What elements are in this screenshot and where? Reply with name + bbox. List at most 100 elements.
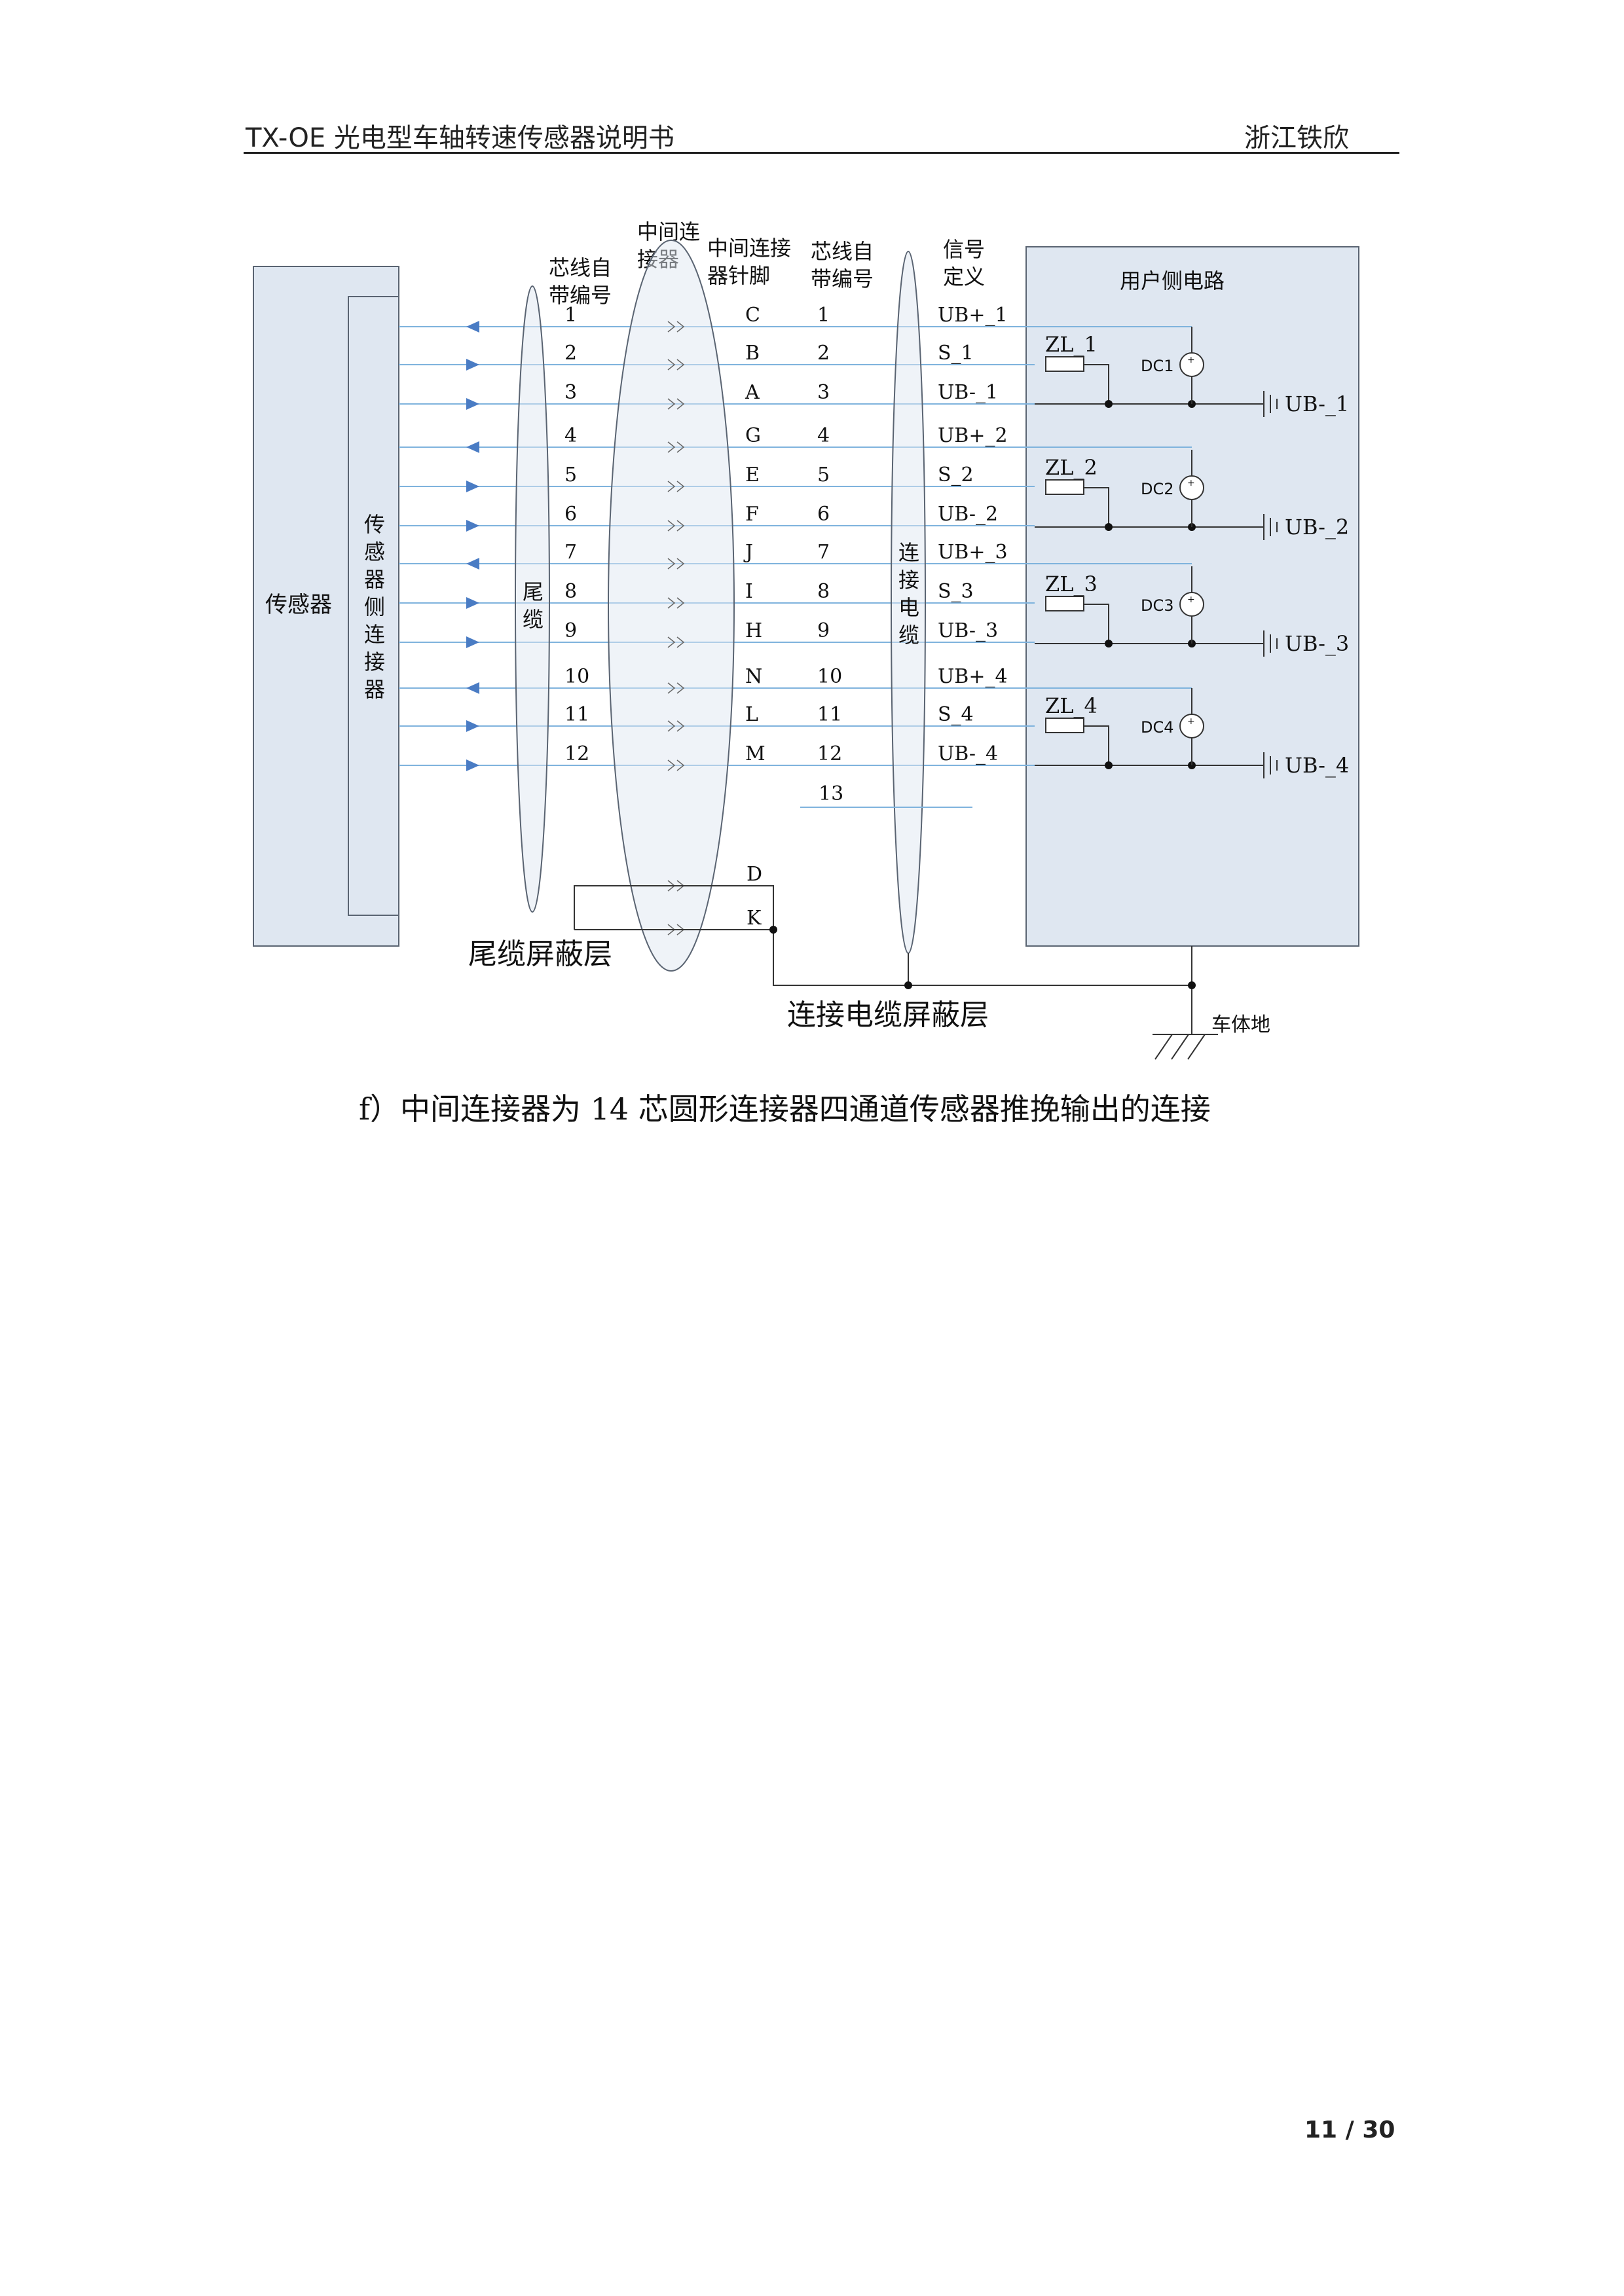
arrow-right xyxy=(466,759,479,771)
chevron xyxy=(667,759,676,771)
dc-source-icon xyxy=(1179,714,1204,738)
ground-ref-label: UB-_1 xyxy=(1285,392,1349,416)
node xyxy=(1105,523,1113,531)
signal-def: S_1 xyxy=(938,342,974,365)
arrow-right xyxy=(466,597,479,609)
sensor-connector-label-char: 器 xyxy=(364,677,385,702)
chevron xyxy=(676,321,685,333)
dc-source-icon xyxy=(1179,592,1204,617)
col-core-no-2-line2: 带编号 xyxy=(811,266,874,291)
dc-plus-sign: + xyxy=(1187,478,1195,488)
dc-source-label: DC1 xyxy=(1141,357,1174,375)
core-no-2: 12 xyxy=(817,742,842,765)
ground-ref-label: UB-_2 xyxy=(1285,515,1349,539)
mid-pin: B xyxy=(745,342,760,365)
chevron xyxy=(667,441,676,453)
load-label: ZL_4 xyxy=(1045,693,1098,718)
chevron xyxy=(667,359,676,371)
col-core-no-2-line1: 芯线自 xyxy=(811,239,874,264)
mid-pin: F xyxy=(745,503,759,526)
chevron xyxy=(667,636,676,648)
shield-node-k xyxy=(769,926,777,934)
tail-cable-label-char: 尾 xyxy=(523,579,544,604)
arrow-left xyxy=(466,441,479,453)
arrow-left xyxy=(466,682,479,694)
col-core-no-1-line2: 带编号 xyxy=(549,283,612,308)
core-no-2: 5 xyxy=(817,464,830,486)
column-headers: 芯线自 带编号 中间连 接器 中间连接 器针脚 芯线自 带编号 信号 定义 xyxy=(549,219,985,308)
core-no-2: 3 xyxy=(817,381,830,404)
chevron xyxy=(676,759,685,771)
signal-def: S_4 xyxy=(938,703,974,726)
sensor-connector-label-char: 连 xyxy=(364,622,385,647)
load-label: ZL_2 xyxy=(1045,455,1098,480)
connecting-cable-label-char: 连 xyxy=(898,540,919,565)
chevron xyxy=(676,558,685,570)
load-resistor xyxy=(1045,479,1084,495)
arrow-left xyxy=(466,321,479,333)
col-signal-line2: 定义 xyxy=(943,264,985,289)
mid-pin: E xyxy=(745,464,760,486)
mid-pin: G xyxy=(745,424,761,447)
shield-wiring xyxy=(574,885,1218,1060)
signal-def: UB+_4 xyxy=(938,665,1008,688)
core-no-1: 4 xyxy=(564,424,577,447)
chevron xyxy=(676,636,685,648)
mid-pin: I xyxy=(745,580,753,603)
chevron xyxy=(667,481,676,492)
col-signal-line1: 信号 xyxy=(943,237,985,262)
chevron xyxy=(667,558,676,570)
core-no-2: 4 xyxy=(817,424,830,447)
dc-source-label: DC4 xyxy=(1141,718,1174,737)
arrow-right xyxy=(466,398,479,410)
sensor-connector-label-char: 器 xyxy=(364,567,385,592)
core-no-2: 1 xyxy=(817,304,830,327)
core-no-1: 12 xyxy=(564,742,589,765)
arrow-right xyxy=(466,481,479,492)
core-no-2: 6 xyxy=(817,503,830,526)
chevron xyxy=(676,481,685,492)
tail-cable-ellipse xyxy=(515,285,550,913)
extra-core-label: 13 xyxy=(819,782,843,805)
core-no-1: 5 xyxy=(564,464,577,486)
connecting-cable-label-char: 接 xyxy=(898,568,919,592)
connecting-cable-label-char: 缆 xyxy=(898,623,919,647)
sensor-connector-label-char: 感 xyxy=(364,539,385,564)
tail-cable-label-char: 缆 xyxy=(523,607,544,632)
tail-shield-label: 尾缆屏蔽层 xyxy=(468,938,612,971)
figure-caption: f）中间连接器为 14 芯圆形连接器四通道传感器推挽输出的连接 xyxy=(359,1091,1211,1127)
core-no-2: 8 xyxy=(817,580,830,603)
arrow-right xyxy=(466,520,479,532)
sensor-connector-label-char: 传 xyxy=(364,512,385,537)
connecting-cable-label-char: 电 xyxy=(898,595,919,620)
chevron xyxy=(667,597,676,609)
arrow-right xyxy=(466,636,479,648)
load-label: ZL_3 xyxy=(1045,572,1098,596)
tail-cable-label: 尾缆 xyxy=(523,579,544,632)
shield-pin-k: K xyxy=(747,907,762,930)
core-no-1: 11 xyxy=(564,703,589,726)
shield-pin-d: D xyxy=(747,863,762,886)
arrow-right xyxy=(466,720,479,732)
dc-plus-sign: + xyxy=(1187,716,1195,727)
mid-pin: L xyxy=(745,703,758,726)
core-no-1: 10 xyxy=(564,665,589,688)
header-divider xyxy=(244,152,1399,154)
connector-chevrons xyxy=(667,321,685,936)
node xyxy=(1105,400,1113,408)
chevron xyxy=(667,520,676,532)
core-no-1: 8 xyxy=(564,580,577,603)
signal-def: UB-_2 xyxy=(938,503,998,526)
header-company: 浙江铁欣 xyxy=(1244,123,1349,153)
cable-shield-label: 连接电缆屏蔽层 xyxy=(787,998,989,1032)
header-title: TX-OE 光电型车轴转速传感器说明书 xyxy=(246,123,674,153)
user-channels: ZL_1+DC1UB-_1ZL_2+DC2UB-_2ZL_3+DC3UB-_3Z… xyxy=(1035,327,1349,778)
core-no-2: 9 xyxy=(817,619,830,642)
ground-label: 车体地 xyxy=(1211,1013,1270,1036)
core-no-1: 3 xyxy=(564,381,577,404)
